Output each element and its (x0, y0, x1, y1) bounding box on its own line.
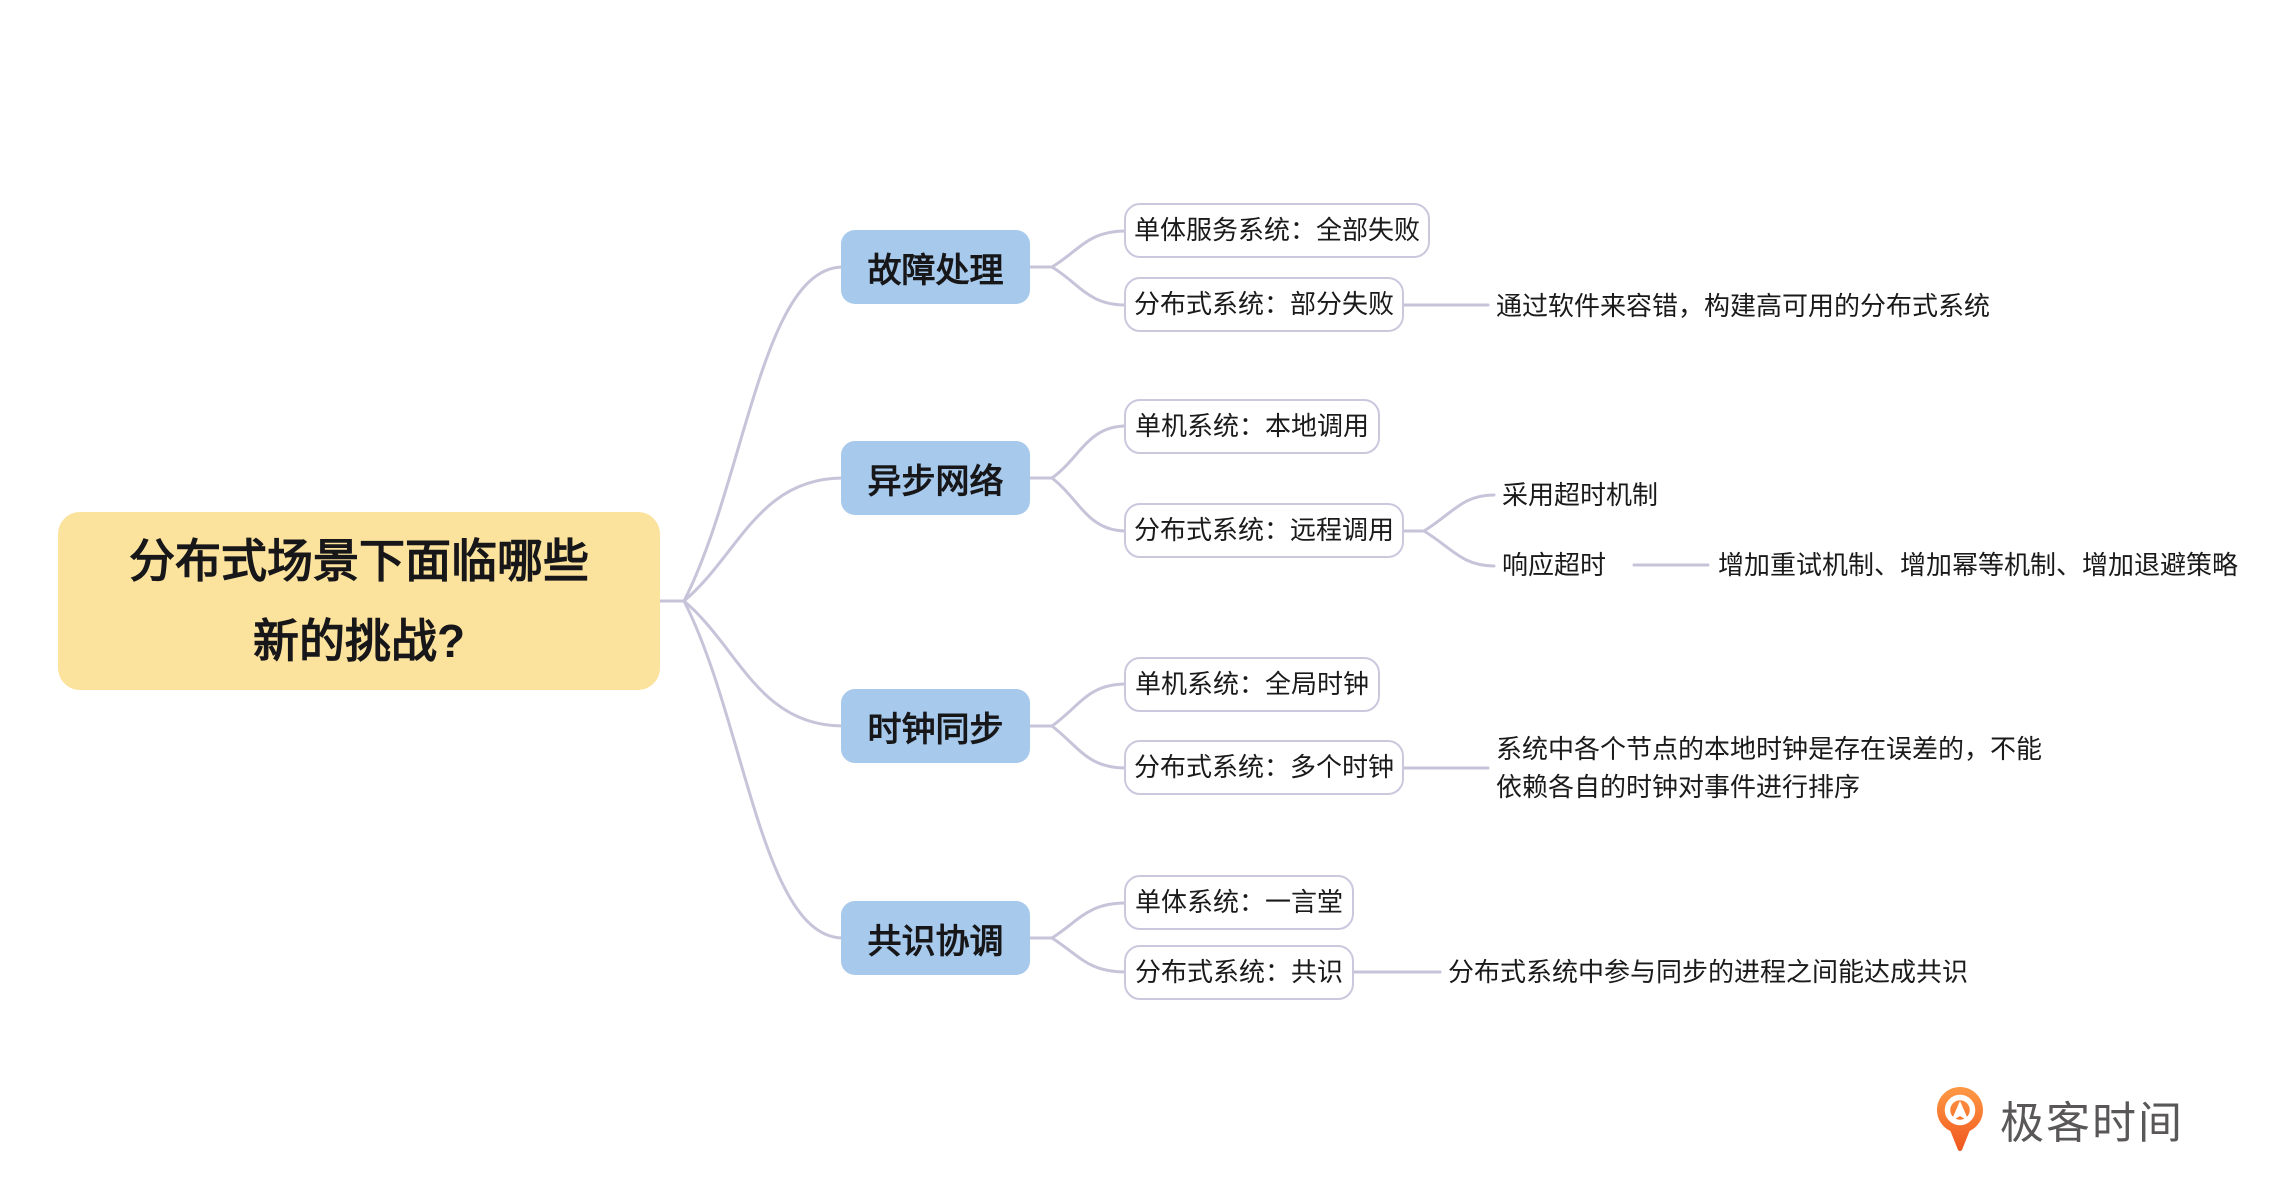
child-node-distributed-partial-fail[interactable]: 分布式系统：部分失败 (1124, 277, 1404, 332)
connector-path (682, 476, 845, 603)
branch-node-fault-handling[interactable]: 故障处理 (841, 230, 1030, 304)
child-node-single-global-clock[interactable]: 单机系统：全局时钟 (1124, 657, 1380, 712)
connector-path (1050, 229, 1128, 269)
branch-node-async-network[interactable]: 异步网络 (841, 441, 1030, 515)
connector-path (682, 265, 845, 603)
connector-path (1050, 724, 1128, 770)
child-node-distributed-multi-clock[interactable]: 分布式系统：多个时钟 (1124, 740, 1404, 795)
geektime-logo-icon (1936, 1086, 1984, 1152)
connector-path (1050, 901, 1128, 940)
connector-path (1050, 936, 1128, 974)
child-node-monolith-all-fail[interactable]: 单体服务系统：全部失败 (1124, 203, 1430, 258)
connector-path (1050, 682, 1128, 728)
child-node-distributed-remote-call[interactable]: 分布式系统：远程调用 (1124, 503, 1404, 558)
connector-path (682, 599, 845, 728)
connector-path (1422, 493, 1496, 533)
connector-path (1050, 265, 1128, 307)
note-clock-skew[interactable]: 系统中各个节点的本地时钟是存在误差的，不能 依赖各自的时钟对事件进行排序 (1496, 734, 2043, 802)
note-fault-tolerance[interactable]: 通过软件来容错，构建高可用的分布式系统 (1496, 291, 1991, 321)
note-consensus-agreement[interactable]: 分布式系统中参与同步的进程之间能达成共识 (1448, 957, 1969, 987)
note-response-timeout[interactable]: 响应超时 (1502, 550, 1607, 580)
branch-node-clock-sync[interactable]: 时钟同步 (841, 689, 1030, 763)
child-node-single-local-call[interactable]: 单机系统：本地调用 (1124, 399, 1380, 454)
geektime-logo-text: 极客时间 (2000, 1099, 2184, 1148)
connector-path (1050, 476, 1128, 533)
connector-path (1422, 529, 1496, 568)
note-timeout-mechanism[interactable]: 采用超时机制 (1502, 480, 1659, 510)
connector-path (682, 599, 845, 940)
geektime-logo: 极客时间 (1936, 1086, 2184, 1152)
child-node-distributed-consensus[interactable]: 分布式系统：共识 (1124, 945, 1354, 1000)
connector-path (1050, 424, 1128, 480)
note-retry-idempotent-backoff[interactable]: 增加重试机制、增加幂等机制、增加退避策略 (1718, 550, 2239, 580)
root-node[interactable]: 分布式场景下面临哪些 新的挑战? (58, 512, 660, 690)
child-node-monolith-one-voice[interactable]: 单体系统：一言堂 (1124, 875, 1354, 930)
branch-node-consensus[interactable]: 共识协调 (841, 901, 1030, 975)
